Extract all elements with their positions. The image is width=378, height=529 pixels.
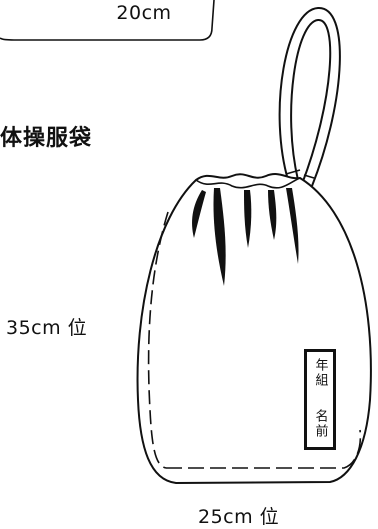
previous-item-outline <box>0 0 215 41</box>
bag-loop-inner <box>290 18 332 185</box>
name-tag: 年組 名前 <box>304 349 336 450</box>
bag-title: 体操服袋 <box>0 126 93 151</box>
top-item-width-label: 20cm <box>116 2 172 24</box>
bag-stitch-left <box>147 211 169 469</box>
bag-gather-3 <box>244 190 252 248</box>
bag-gather-5 <box>286 188 299 264</box>
bag-width-label: 25cm 位 <box>198 506 280 528</box>
bag-stitch-bottom <box>166 429 362 469</box>
name-tag-grade-class: 年組 <box>312 358 328 388</box>
bag-height-label: 35cm 位 <box>6 317 88 339</box>
name-tag-name: 名前 <box>312 409 328 439</box>
bag-gather-4 <box>268 190 277 240</box>
bag-gather-2 <box>213 188 226 286</box>
bag-opening <box>195 177 301 189</box>
bag-loop-outer <box>278 6 341 187</box>
bag-gather-1 <box>192 190 206 238</box>
